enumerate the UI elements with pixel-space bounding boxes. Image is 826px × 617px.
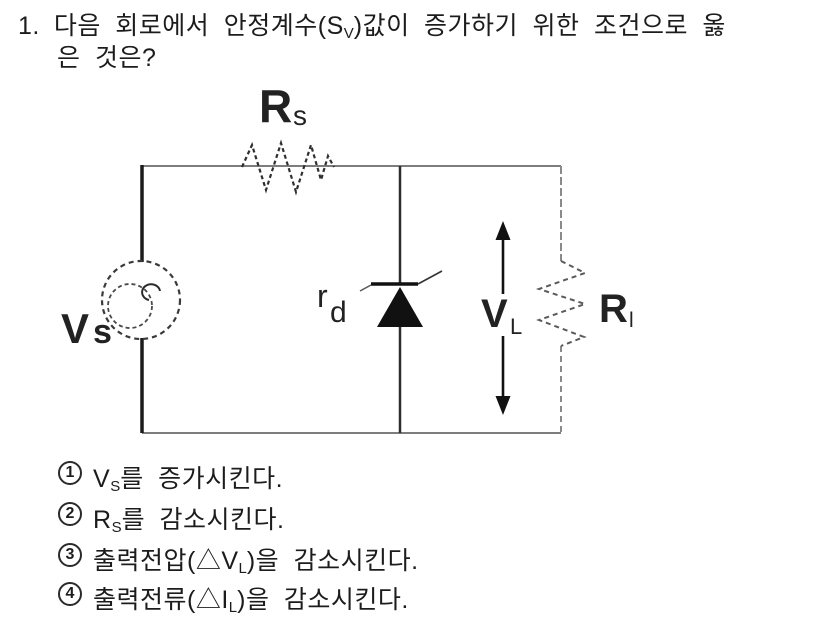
option-2-post: 를 감소시킨다. [121,506,285,534]
option-2-pre: R [93,506,112,534]
question-number: 1. [18,12,40,40]
question-text-pre: 다음 회로에서 안정계수(S [53,12,344,40]
zener-diode-icon [359,270,443,327]
question-subscript: V [343,25,354,42]
option-1-post: 를 증가시킨다. [120,465,284,493]
option-1-text: VS를 증가시킨다. [93,459,283,495]
resistor-rs [240,139,335,196]
option-4-pre: 출력전류(△I [93,586,229,614]
source-curl [141,283,161,301]
voltage-arrow-vl [495,221,511,415]
option-2-sub: S [111,519,122,536]
option-4-sub: L [228,599,238,616]
label-rd-main: r [317,278,328,314]
answer-option-1: 1 VS를 증가시킨다. [58,459,283,495]
question-line-2: 은 것은? [57,44,157,72]
label-vs-main: V [61,305,89,352]
question-text-post: )값이 증가하기 위한 조건으로 옳 [353,12,726,40]
label-rs-main: R [259,80,292,132]
option-3-post: )을 감소시킨다. [246,547,419,575]
option-4-text: 출력전류(△IL)을 감소시킨다. [93,580,409,616]
option-1-sub: S [110,478,121,495]
label-rd-sub: d [330,296,347,329]
label-rl-sub: l [629,309,634,332]
option-3-sub: L [238,560,247,577]
answer-option-2: 2 RS를 감소시킨다. [58,500,284,536]
question-line-1: 1. 다음 회로에서 안정계수(SV)값이 증가하기 위한 조건으로 옳 [18,6,726,42]
answer-option-4: 4 출력전류(△IL)을 감소시킨다. [58,580,409,616]
option-2-badge: 2 [58,502,82,526]
source-inner-circle [107,283,153,329]
option-2-text: RS를 감소시킨다. [93,500,284,536]
option-3-badge: 3 [58,543,82,567]
option-3-pre: 출력전압(△V [93,547,239,575]
option-1-badge: 1 [58,461,82,485]
zener-bar-tail-right [417,270,443,285]
zener-triangle [377,287,423,327]
option-1-pre: V [93,465,111,493]
label-vs-sub: s [93,313,112,351]
zener-bar-tail-left [359,284,372,292]
arrow-head-up [495,221,511,240]
source-outer-circle [100,259,182,341]
ac-source-vs [100,259,182,341]
arrow-head-down [495,396,511,415]
option-4-post: )을 감소시킨다. [237,586,409,614]
label-vl-sub: L [510,314,522,339]
option-3-text: 출력전압(△VL)을 감소시킨다. [93,541,419,577]
label-rl-main: R [599,287,628,331]
option-4-badge: 4 [58,582,82,606]
label-rs-sub: s [293,100,307,131]
resistor-rl [535,260,589,347]
label-vl-main: V [481,292,508,336]
answer-option-3: 3 출력전압(△VL)을 감소시킨다. [58,541,419,577]
